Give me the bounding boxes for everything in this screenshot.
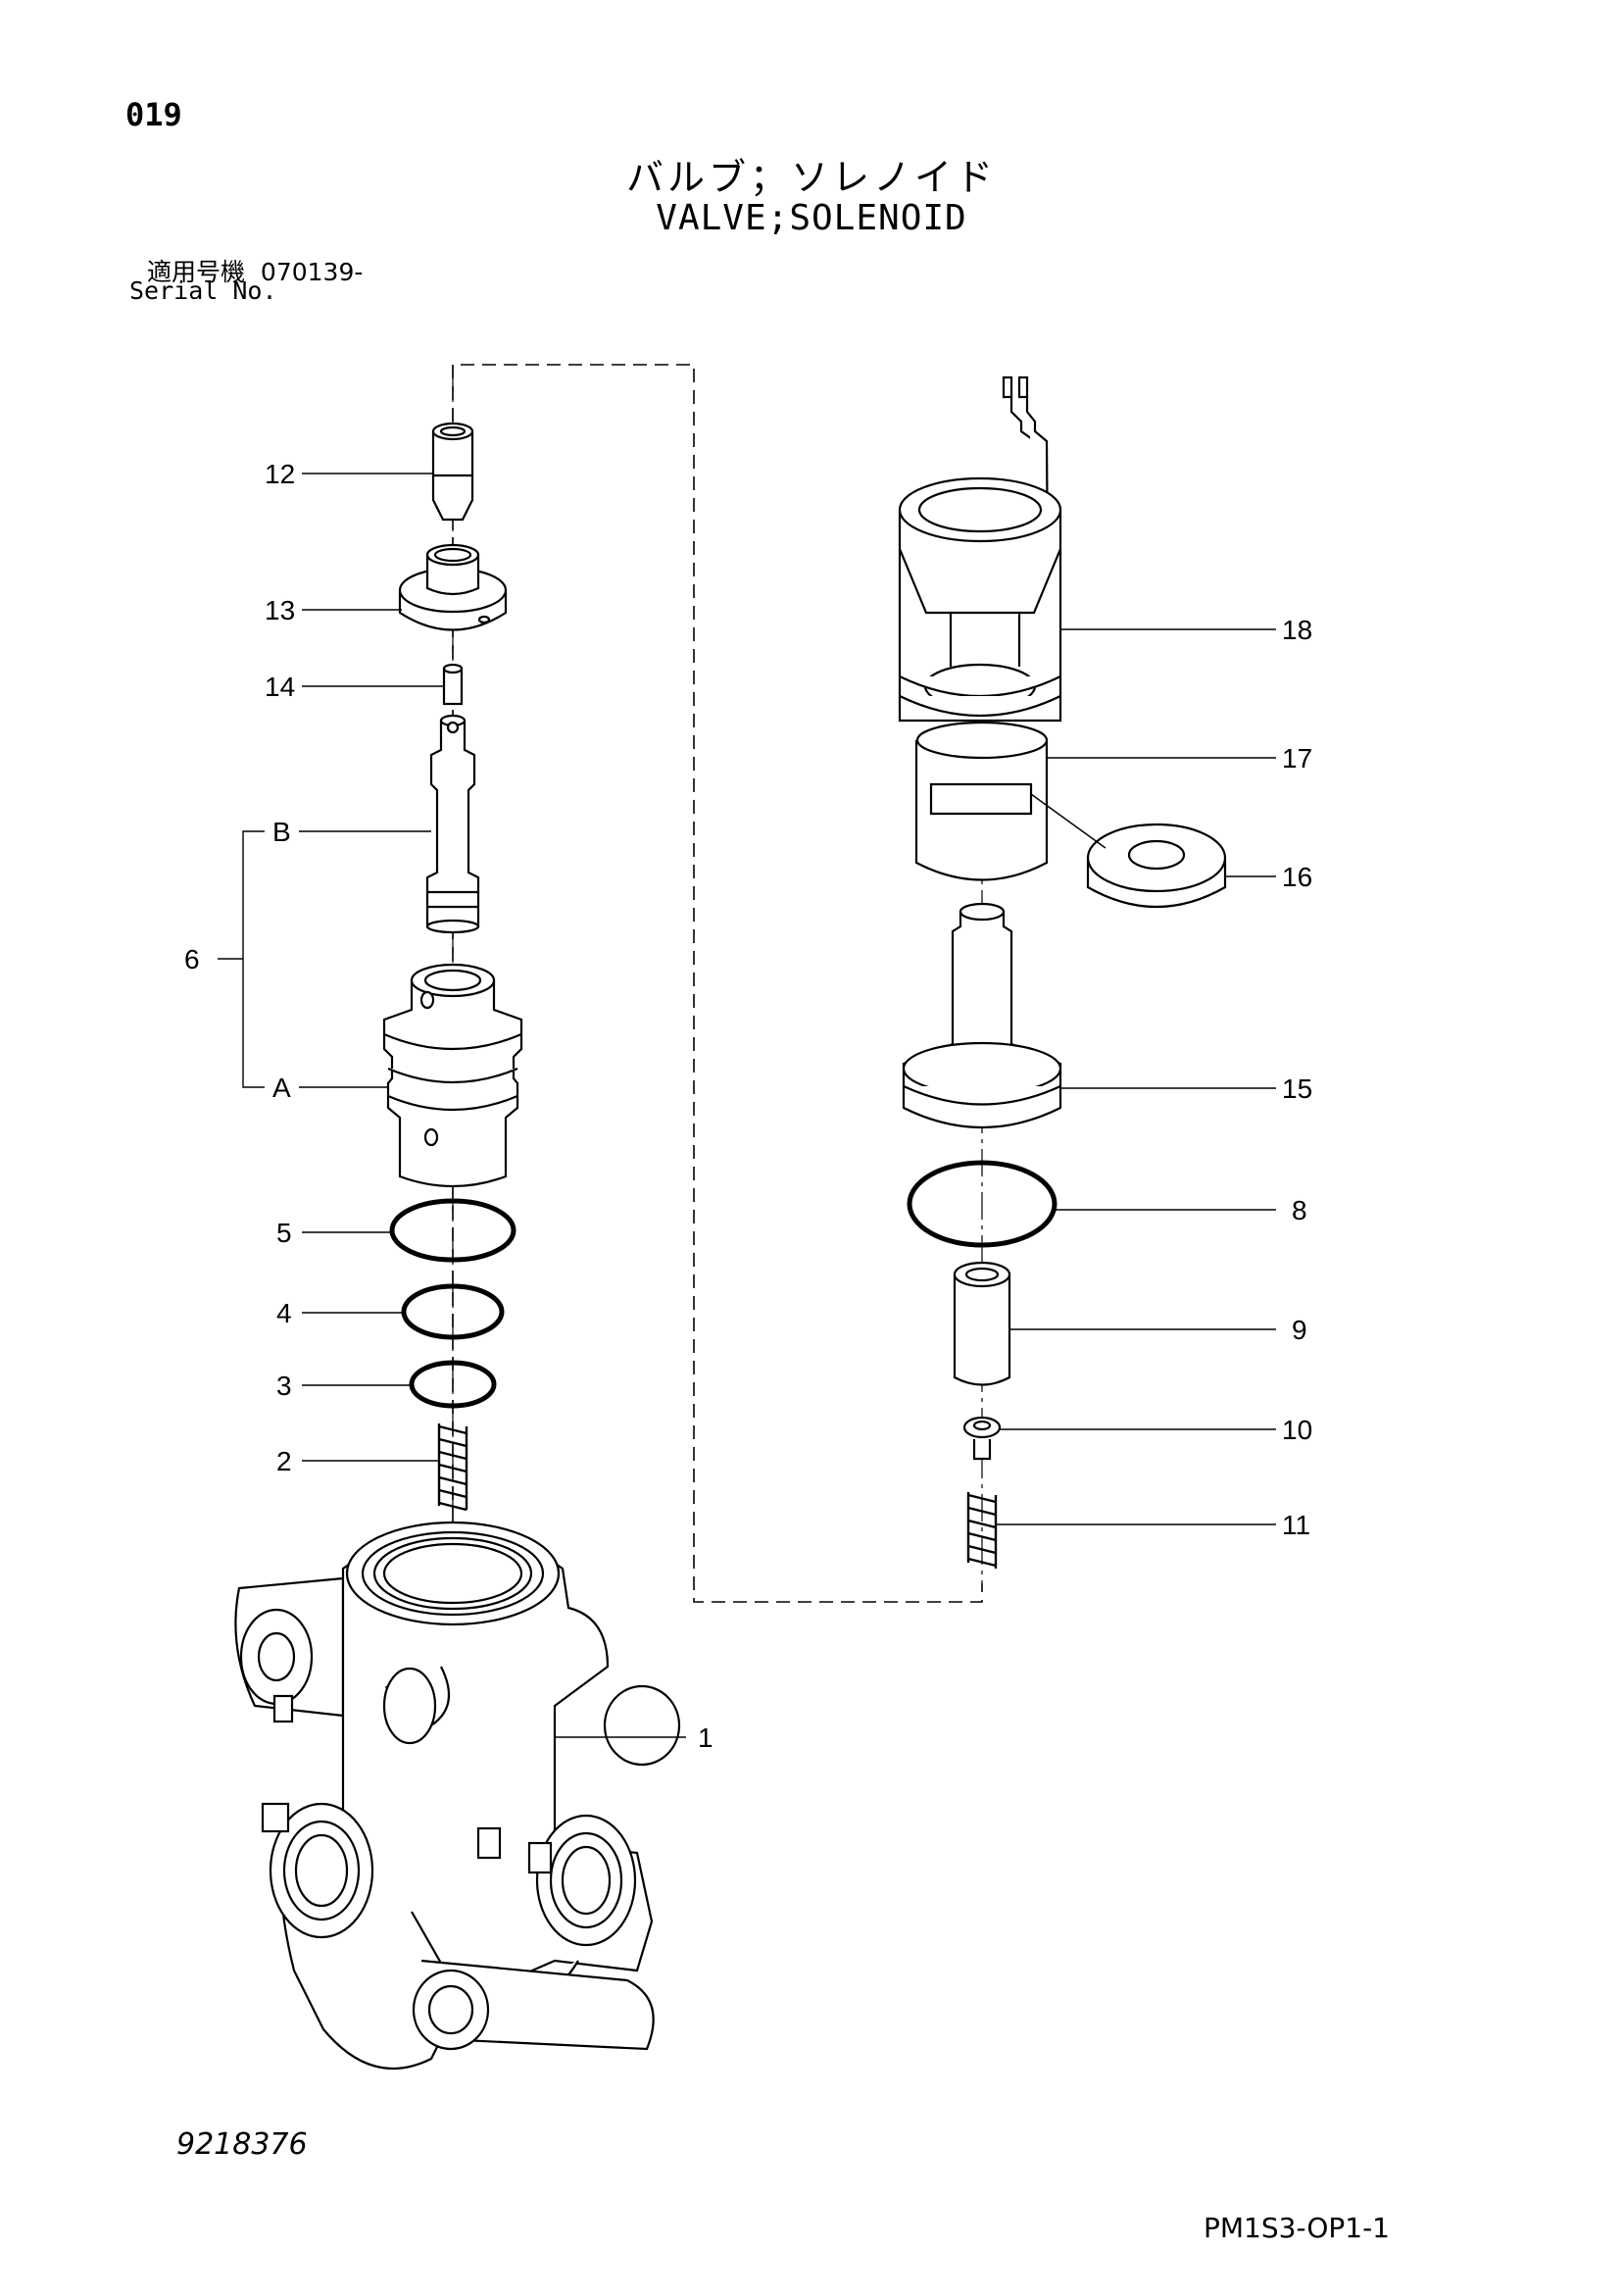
part-11-spring [966,1492,998,1569]
callout-B: B [272,817,291,847]
callout-13: 13 [265,595,295,625]
serial-value: 070139- [260,258,364,286]
callout-10: 10 [1282,1415,1312,1445]
callout-3: 3 [276,1371,292,1401]
callout-18: 18 [1282,615,1312,645]
part-8-o-ring [907,1160,1057,1248]
callout-16: 16 [1282,862,1312,892]
callout-14: 14 [265,672,295,702]
callout-11: 11 [1282,1510,1310,1540]
part-6A-sleeve [382,963,523,1188]
part-15-core-tube [902,902,1062,1129]
part-13-flange [398,543,508,631]
serial-label: 適用号機 [147,258,246,286]
part-10-pin [962,1416,1002,1461]
title-japanese: バルブ；ソレノイド [625,156,997,199]
part-17-coil [914,721,1049,881]
part-12-plunger [431,422,474,522]
part-14-pin [442,663,464,706]
callout-2: 2 [276,1446,292,1476]
drawing-number: 9218376 [176,2127,308,2162]
callout-15: 15 [1282,1073,1312,1104]
part-1-valve-body [234,1521,681,2071]
part-3-o-ring [409,1360,497,1409]
part-6B-spool [425,714,480,934]
part-2-spring [437,1423,468,1512]
callout-4: 4 [276,1298,292,1328]
part-4-o-ring [401,1283,505,1340]
callout-5: 5 [276,1218,292,1248]
page-number: 019 [125,96,182,133]
serial-label-japanese: 適用号機 070139- [147,253,363,288]
callout-17: 17 [1282,743,1312,774]
callout-8: 8 [1292,1195,1307,1225]
callout-6: 6 [184,944,200,974]
part-5-o-ring [389,1198,516,1263]
callout-9: 9 [1292,1315,1307,1345]
title-english: VALVE;SOLENOID [656,198,967,238]
part-16-washer [1086,823,1227,908]
callout-12: 12 [265,459,295,489]
page-code: PM1S3-OP1-1 [1204,2212,1390,2244]
serial-label-english: Serial No. [129,276,277,305]
leader-lines [218,473,1276,1738]
callout-1: 1 [698,1722,713,1753]
part-9-plunger [953,1261,1011,1386]
part-18-coil-nut [898,375,1062,723]
callout-A: A [272,1073,291,1103]
